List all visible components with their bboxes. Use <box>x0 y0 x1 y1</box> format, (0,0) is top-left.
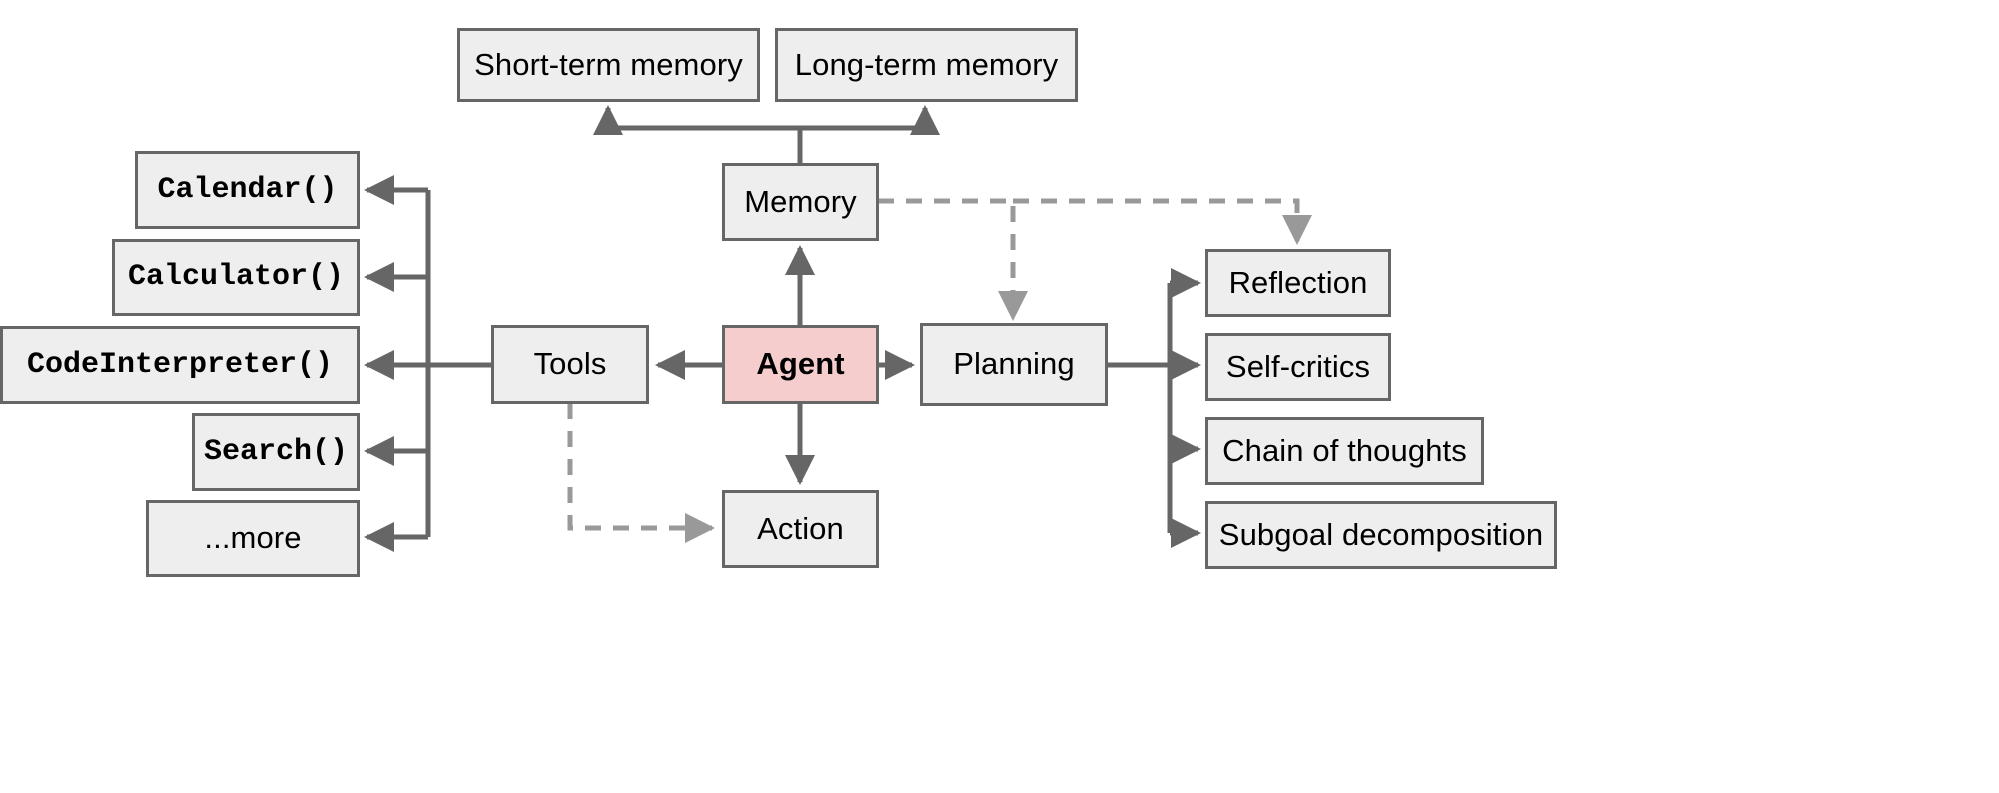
node-tool-more[interactable]: ...more <box>146 500 360 577</box>
node-planning-chain-of-thoughts[interactable]: Chain of thoughts <box>1205 417 1484 485</box>
node-planning-subgoal-decomposition[interactable]: Subgoal decomposition <box>1205 501 1557 569</box>
node-tool-calendar[interactable]: Calendar() <box>135 151 360 229</box>
node-tool-calculator-label: Calculator() <box>127 260 345 294</box>
node-tool-search[interactable]: Search() <box>192 413 360 491</box>
node-action[interactable]: Action <box>722 490 879 568</box>
node-planning-reflection-label: Reflection <box>1228 264 1368 300</box>
node-tools[interactable]: Tools <box>491 325 649 404</box>
node-agent[interactable]: Agent <box>722 325 879 404</box>
node-planning-self-critics-label: Self-critics <box>1225 348 1371 384</box>
node-planning-chain-of-thoughts-label: Chain of thoughts <box>1222 432 1467 468</box>
node-planning-self-critics[interactable]: Self-critics <box>1205 333 1391 401</box>
node-planning-reflection[interactable]: Reflection <box>1205 249 1391 317</box>
node-long-term-memory[interactable]: Long-term memory <box>775 28 1078 102</box>
edge-memory-to-stm <box>593 105 803 163</box>
node-tools-label: Tools <box>533 346 607 382</box>
node-short-term-memory[interactable]: Short-term memory <box>457 28 760 102</box>
node-short-term-memory-label: Short-term memory <box>474 46 743 82</box>
node-tool-search-label: Search() <box>203 434 349 469</box>
node-tool-calendar-label: Calendar() <box>157 172 338 207</box>
node-planning-subgoal-decomposition-label: Subgoal decomposition <box>1218 516 1544 552</box>
node-planning[interactable]: Planning <box>920 323 1108 406</box>
node-planning-label: Planning <box>953 346 1075 382</box>
edge-memory-to-planning-dashed <box>878 198 1028 321</box>
node-long-term-memory-label: Long-term memory <box>794 46 1059 82</box>
node-agent-label: Agent <box>756 346 845 382</box>
node-tool-codeinterpreter[interactable]: CodeInterpreter() <box>0 326 360 404</box>
node-tool-calculator[interactable]: Calculator() <box>112 239 360 316</box>
node-memory-label: Memory <box>744 183 857 219</box>
node-tool-more-label: ...more <box>204 520 302 556</box>
node-action-label: Action <box>757 510 844 546</box>
node-tool-codeinterpreter-label: CodeInterpreter() <box>26 347 334 382</box>
edge-tools-to-action-dashed <box>567 403 715 543</box>
node-memory[interactable]: Memory <box>722 163 879 241</box>
edge-memory-to-ltm <box>800 105 940 135</box>
edge-memory-to-reflection-dashed <box>1013 198 1312 245</box>
